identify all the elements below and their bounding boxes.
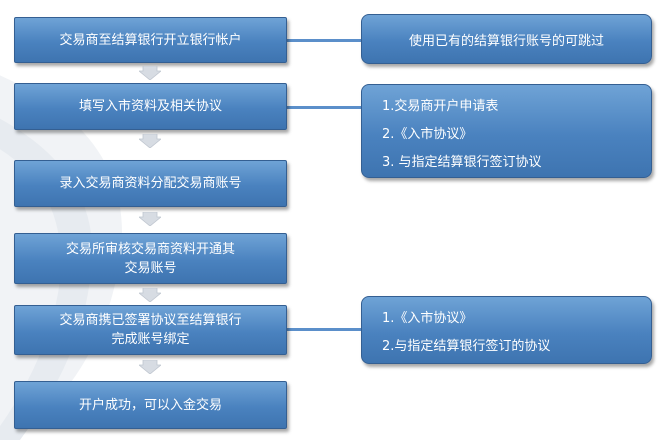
note-skip-existing-account: 使用已有的结算银行账号的可跳过 [361, 14, 652, 64]
step-bind-account: 交易商携已签署协议至结算银行 完成账号绑定 [14, 305, 287, 355]
down-arrow-icon [139, 66, 161, 80]
note-line: 2.与指定结算银行签订的协议 [382, 339, 551, 354]
step-line: 录入交易商资料分配交易商账号 [59, 176, 242, 191]
connector-step1-skip [287, 39, 361, 42]
step-line: 交易商携已签署协议至结算银行 [59, 313, 242, 328]
down-arrow-icon [139, 360, 161, 374]
down-arrow-icon [139, 212, 161, 226]
note-required-forms: 1.交易商开户申请表 2.《入市协议》 3. 与指定结算银行签订协议 [361, 84, 652, 178]
note-line: 1.交易商开户申请表 [382, 99, 499, 114]
note-line: 1.《入市协议》 [382, 311, 473, 326]
step-line: 交易所审核交易商资料开通其 [65, 241, 235, 257]
step-line: 完成账号绑定 [111, 332, 190, 347]
step-fill-documents: 填写入市资料及相关协议 [14, 83, 287, 130]
step-enter-trader-data: 录入交易商资料分配交易商账号 [14, 160, 287, 207]
step-line: 交易商至结算银行开立银行帐户 [59, 32, 242, 48]
note-line: 3. 与指定结算银行签订协议 [382, 155, 542, 170]
step-account-success: 开户成功，可以入金交易 [14, 381, 287, 429]
step-line: 交易账号 [124, 260, 177, 276]
step-line: 填写入市资料及相关协议 [78, 99, 222, 114]
step-line: 开户成功，可以入金交易 [78, 397, 222, 413]
down-arrow-icon [139, 288, 161, 302]
connector-step2-forms [287, 106, 361, 109]
step-open-bank-account: 交易商至结算银行开立银行帐户 [14, 17, 287, 63]
down-arrow-icon [139, 134, 161, 148]
note-text: 使用已有的结算银行账号的可跳过 [408, 33, 604, 49]
note-binding-documents: 1.《入市协议》 2.与指定结算银行签订的协议 [361, 296, 652, 364]
connector-step5-docs [287, 328, 361, 331]
step-exchange-review: 交易所审核交易商资料开通其 交易账号 [14, 233, 287, 284]
note-line: 2.《入市协议》 [382, 127, 473, 142]
